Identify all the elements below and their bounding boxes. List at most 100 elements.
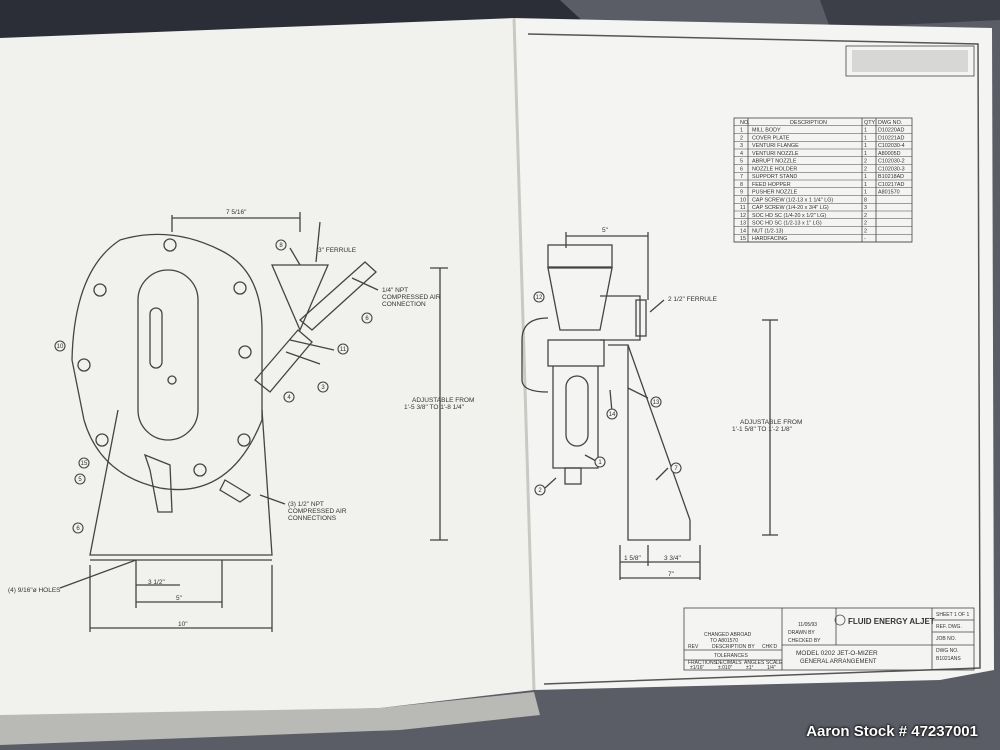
svg-text:±1°: ±1° (746, 665, 754, 671)
svg-text:ADJUSTABLE FROM: ADJUSTABLE FROM (412, 397, 474, 404)
svg-text:10": 10" (178, 621, 188, 628)
svg-text:5: 5 (78, 477, 82, 483)
side-view-drawing (521, 232, 778, 580)
table-header-cell: QTY (864, 120, 875, 126)
drawing-border (527, 33, 981, 685)
table-cell: 8 (864, 197, 867, 203)
svg-text:TO A801570: TO A801570 (710, 638, 738, 644)
svg-text:7": 7" (668, 571, 675, 578)
table-cell: SOC HD SC (1/2-13 x 1" LG) (752, 221, 822, 227)
table-cell: SOC HD SC (1/4-20 x 1/2" LG) (752, 213, 826, 219)
left-balloons (54, 239, 373, 534)
ferrule-label: 3" FERRULE (318, 247, 357, 254)
company-logo-icon (834, 614, 846, 626)
svg-text:3 3/4": 3 3/4" (664, 555, 681, 562)
table-cell: 3 (864, 205, 867, 211)
table-cell: SUPPORT STAND (752, 174, 797, 180)
svg-text:4: 4 (287, 395, 291, 401)
stock-watermark: Aaron Stock # 47237001 (806, 723, 978, 740)
title-block (683, 607, 975, 671)
table-cell: MILL BODY (752, 128, 781, 134)
svg-text:1/4" NPT: 1/4" NPT (382, 287, 408, 294)
table-cell: 1 (864, 143, 867, 149)
table-header-cell: DESCRIPTION (790, 120, 827, 126)
table-cell: 9 (740, 190, 743, 196)
svg-text:5": 5" (602, 227, 609, 234)
svg-text:14: 14 (609, 412, 616, 418)
table-cell: 2 (740, 135, 743, 141)
table-cell: HARDFACING (752, 236, 787, 242)
table-cell: 1 (864, 151, 867, 157)
table-cell: CAP SCREW (1/2-13 x 1 1/4" LG) (752, 197, 833, 203)
paper-left (0, 18, 534, 720)
table-cell: CAP SCREW (1/4-20 x 3/4" LG) (752, 205, 829, 211)
svg-text:COMPRESSED AIR: COMPRESSED AIR (382, 294, 441, 301)
table-cell: 2 (864, 166, 867, 172)
model-title: MODEL 0202 JET-O-MIZER (796, 650, 878, 657)
right-balloon-numbers: 12 13 14 7 1 2 (536, 295, 679, 494)
title-block-main: FLUID ENERGY ALJET MODEL 0202 JET-O-MIZE… (796, 614, 935, 665)
svg-text:1'-5 3/8" TO 1'-8 1/4": 1'-5 3/8" TO 1'-8 1/4" (404, 404, 465, 411)
table-cell: 4 (740, 151, 743, 157)
svg-text:6: 6 (76, 526, 80, 532)
left-labels: 7 5/16" 3" FERRULE 1/4" NPT COMPRESSED A… (8, 209, 474, 628)
table-cell: A801570 (878, 190, 900, 196)
table-cell: NUT (1/2-13) (752, 228, 784, 234)
svg-text:CHANGED ABROAD: CHANGED ABROAD (704, 632, 752, 638)
table-cell: 1 (864, 182, 867, 188)
svg-text:DRAWN BY: DRAWN BY (788, 630, 815, 636)
table-cell: A80005D (878, 151, 901, 157)
right-balloons (533, 291, 682, 496)
svg-text:JOB NO.: JOB NO. (936, 636, 956, 642)
svg-text:REF. DWG.: REF. DWG. (936, 624, 962, 630)
table-cell: 8 (740, 182, 743, 188)
table-cell: 7 (740, 174, 743, 180)
table-cell: 14 (740, 228, 746, 234)
paper-right (512, 18, 994, 690)
svg-text:REV: REV (688, 644, 699, 650)
title-block-text: CHANGED ABROAD TO A801570 REV DESCRIPTIO… (688, 612, 969, 671)
paper-fold (512, 17, 536, 691)
table-cell: 6 (740, 166, 743, 172)
svg-text:DESCRIPTION: DESCRIPTION (712, 644, 747, 650)
svg-text:1: 1 (598, 460, 602, 466)
table-cell: C102030-4 (878, 143, 905, 149)
table-cell: B10218AD (878, 174, 904, 180)
table-cell: 11 (740, 205, 746, 211)
svg-text:1/4": 1/4" (767, 665, 776, 671)
svg-text:SCALE: SCALE (766, 660, 783, 666)
svg-text:15: 15 (81, 461, 88, 467)
table-cell: 1 (864, 190, 867, 196)
left-balloon-numbers: 8 6 10 11 3 4 15 5 6 (57, 243, 370, 532)
svg-text:8: 8 (279, 243, 283, 249)
table-cell: D10221AD (878, 135, 904, 141)
holes-label: (4) 9/16"ø HOLES (8, 587, 61, 594)
table-cell: C102030-3 (878, 166, 905, 172)
table-cell: C102030-2 (878, 159, 905, 165)
notes-box (845, 45, 975, 77)
svg-text:3 1/2": 3 1/2" (148, 579, 165, 586)
table-cell: 1 (864, 174, 867, 180)
svg-text:DWG NO.: DWG NO. (936, 648, 959, 654)
svg-text:CONNECTION: CONNECTION (382, 301, 426, 308)
svg-text:±1/16": ±1/16" (690, 665, 704, 671)
table-cell: VENTURI FLANGE (752, 143, 799, 149)
svg-text:13: 13 (653, 400, 660, 406)
svg-text:ADJUSTABLE FROM: ADJUSTABLE FROM (740, 419, 802, 426)
svg-text:7: 7 (674, 466, 678, 472)
svg-text:11/05/93: 11/05/93 (798, 622, 817, 628)
table-cell: 13 (740, 221, 746, 227)
svg-text:11: 11 (340, 347, 347, 353)
table-cell: D10220AD (878, 128, 904, 134)
table-cell: 15 (740, 236, 746, 242)
table-cell: 3 (740, 143, 743, 149)
table-cell: 2 (864, 213, 867, 219)
table-cell: COVER PLATE (752, 135, 790, 141)
table-cell: 5 (740, 159, 743, 165)
table-cell: NOZZLE HOLDER (752, 166, 797, 172)
table-cell: 12 (740, 213, 746, 219)
ferrule-label-right: 2 1/2" FERRULE (668, 296, 718, 303)
table-cell: FEED HOPPER (752, 182, 791, 188)
